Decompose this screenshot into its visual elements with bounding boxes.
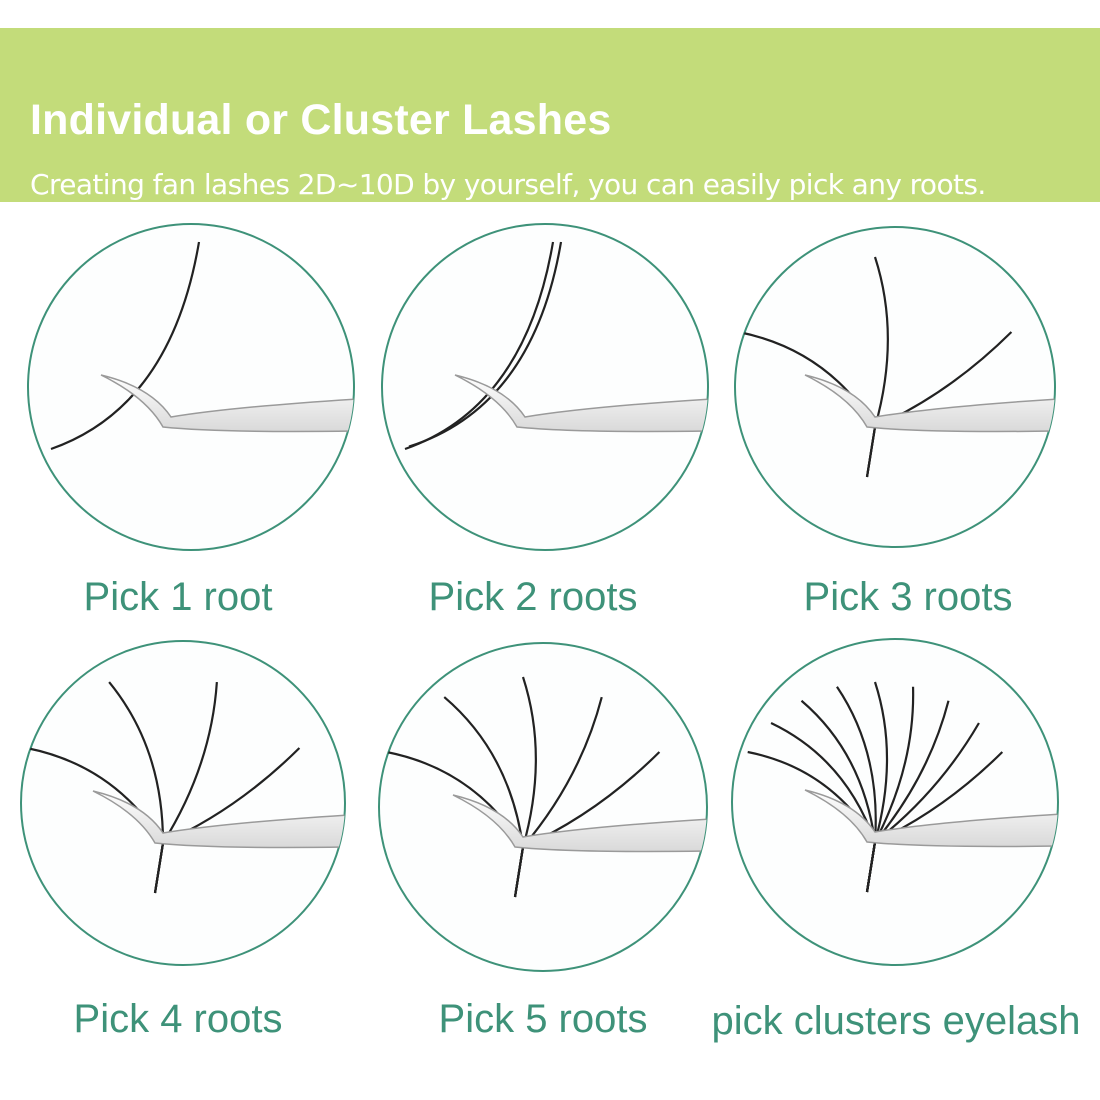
tweezer-icon bbox=[804, 374, 1055, 433]
lash-illustration bbox=[734, 226, 1056, 548]
tweezer-icon bbox=[92, 790, 345, 849]
option-label: Pick 3 roots bbox=[803, 575, 1013, 619]
page-subtitle: Creating fan lashes 2D~10D by yourself, … bbox=[30, 168, 986, 201]
header-banner: Individual or Cluster Lashes Creating fa… bbox=[0, 28, 1100, 202]
option-label: pick clusters eyelash bbox=[711, 999, 1081, 1043]
lash-option-2 bbox=[379, 221, 711, 553]
lash-illustration bbox=[27, 223, 355, 551]
option-label: Pick 1 root bbox=[83, 575, 273, 619]
option-label: Pick 4 roots bbox=[73, 997, 283, 1041]
lash-option-3 bbox=[732, 224, 1058, 550]
lash-illustration bbox=[381, 223, 709, 551]
lash-option-6 bbox=[729, 636, 1061, 968]
lash bbox=[408, 241, 563, 448]
option-label: Pick 2 roots bbox=[428, 575, 638, 619]
circle-frame bbox=[27, 223, 355, 551]
option-label: Pick 5 roots bbox=[438, 997, 648, 1041]
lash bbox=[50, 241, 201, 451]
circle-frame bbox=[378, 642, 708, 972]
lash-option-4 bbox=[18, 638, 348, 968]
lash-illustration bbox=[731, 638, 1059, 966]
lash-option-1 bbox=[25, 221, 357, 553]
page-title: Individual or Cluster Lashes bbox=[30, 96, 612, 144]
lash-illustration bbox=[378, 642, 708, 972]
tweezer-icon bbox=[454, 374, 708, 433]
circle-frame bbox=[734, 226, 1056, 548]
circle-frame bbox=[381, 223, 709, 551]
circle-frame bbox=[731, 638, 1059, 966]
lash-option-5 bbox=[376, 640, 710, 974]
tweezer-icon bbox=[804, 789, 1058, 848]
tweezer-icon bbox=[100, 374, 354, 433]
circle-frame bbox=[20, 640, 346, 966]
lash-illustration bbox=[20, 640, 346, 966]
tweezer-icon bbox=[452, 794, 707, 853]
